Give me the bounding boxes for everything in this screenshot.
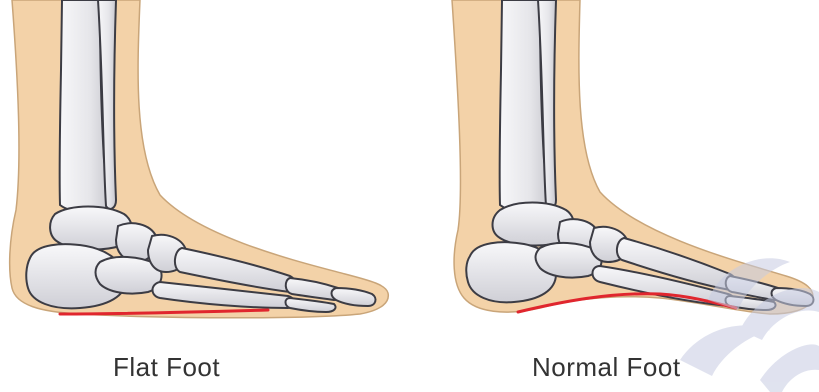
normal-foot-label: Normal Foot: [532, 352, 681, 383]
flat-foot-panel: [10, 0, 389, 318]
flat-foot-label: Flat Foot: [113, 352, 220, 383]
